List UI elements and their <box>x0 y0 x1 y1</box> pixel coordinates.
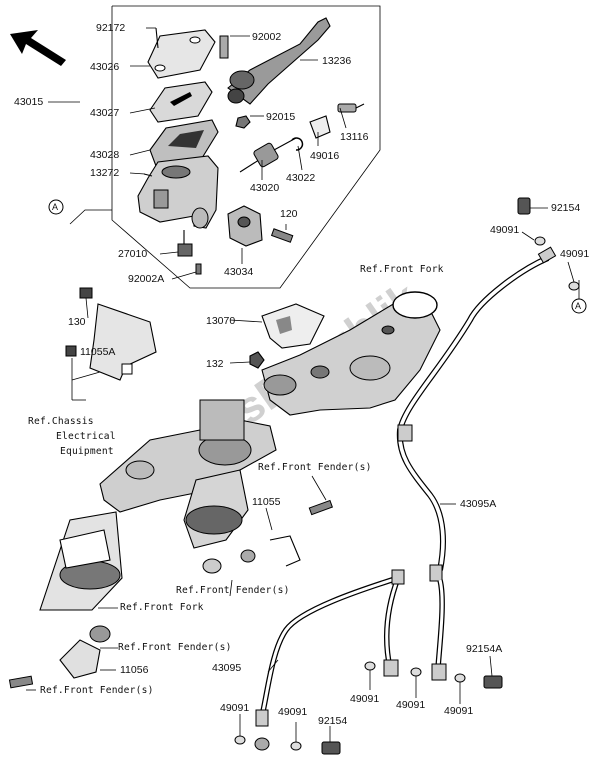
part-label-49091-bottom-2: 49091 <box>396 699 426 711</box>
bracket-13070 <box>261 303 325 349</box>
part-label-92154-top: 92154 <box>551 202 581 214</box>
banjo-bolt-top <box>517 197 548 215</box>
part-label-92002: 92002 <box>252 31 282 43</box>
ref-chassis-line-2: Electrical <box>56 431 116 442</box>
part-label-49091-top-left: 49091 <box>490 224 520 236</box>
brake-lever <box>227 17 331 105</box>
ref-front-fender-2: Ref.Front Fender(s) <box>176 585 290 596</box>
ref-front-fender-3: Ref.Front Fender(s) <box>118 642 232 653</box>
callout-a-left: A <box>52 202 59 212</box>
master-clamp <box>227 205 263 247</box>
clamp-bolt <box>270 228 294 243</box>
part-label-43022: 43022 <box>286 172 316 184</box>
nut-132 <box>249 351 265 369</box>
callout-a-right: A <box>575 301 582 311</box>
front-direction-arrow <box>10 30 66 66</box>
part-label-43026: 43026 <box>90 61 120 73</box>
part-label-11055A: 11055A <box>80 346 116 358</box>
ref-front-fender-1: Ref.Front Fender(s) <box>258 462 372 473</box>
part-label-92002A: 92002A <box>128 273 165 285</box>
ref-front-fork-bottom: Ref.Front Fork <box>120 602 204 613</box>
part-label-49016: 49016 <box>310 150 340 162</box>
washer-b5 <box>290 741 302 751</box>
banjo-bolt-92154A <box>483 675 503 689</box>
part-label-120: 120 <box>280 208 298 220</box>
stop-switch <box>177 230 193 257</box>
bracket-11055A <box>89 303 157 381</box>
part-label-130: 130 <box>68 316 86 328</box>
callout-a-left-circle <box>48 199 64 215</box>
upper-triple-clamp <box>261 291 441 416</box>
bolt-11055A <box>65 345 77 357</box>
washer-top-1 <box>534 236 546 246</box>
part-label-49091-bottom-4: 49091 <box>220 702 250 714</box>
brake-hose-lower <box>254 569 447 751</box>
switch-bolt <box>195 263 202 275</box>
ref-chassis-line-1: Ref.Chassis <box>28 416 94 427</box>
leader-lines <box>129 27 347 280</box>
part-label-49091-bottom-3: 49091 <box>444 705 474 717</box>
part-label-43028: 43028 <box>90 149 120 161</box>
washer-b3 <box>454 673 466 683</box>
ref-front-fender-4: Ref.Front Fender(s) <box>40 685 154 696</box>
part-label-92154A: 92154A <box>466 643 503 655</box>
master-cylinder-body <box>137 155 219 229</box>
diaphragm-plate <box>149 81 213 123</box>
lever-nut <box>235 115 251 129</box>
ref-front-fork-top: Ref.Front Fork <box>360 264 444 275</box>
part-label-13272: 13272 <box>90 167 120 179</box>
part-label-49091-bottom-5: 49091 <box>278 706 308 718</box>
washer-b1 <box>364 661 376 671</box>
part-label-92172: 92172 <box>96 22 126 34</box>
ref-chassis-line-3: Equipment <box>60 446 114 457</box>
lower-triple-clamp <box>99 419 277 513</box>
pivot-bolt <box>219 35 229 59</box>
washer-top-2 <box>568 281 580 291</box>
switch-screw <box>143 173 153 177</box>
washer-b4 <box>234 735 246 745</box>
part-label-43020: 43020 <box>250 182 280 194</box>
brake-switch <box>337 103 365 113</box>
hose-clamp-11056 <box>8 625 111 689</box>
part-label-43034: 43034 <box>224 266 254 278</box>
part-label-43095: 43095 <box>212 662 242 674</box>
banjo-bolt-bottom <box>321 741 341 755</box>
bolt-130 <box>79 287 93 299</box>
part-label-13236: 13236 <box>322 55 352 67</box>
part-label-43015: 43015 <box>14 96 44 108</box>
part-label-11055: 11055 <box>252 496 281 508</box>
part-label-11056: 11056 <box>120 664 149 676</box>
part-label-43095A: 43095A <box>460 498 497 510</box>
part-label-92015: 92015 <box>266 111 296 123</box>
washer-b2 <box>410 667 422 677</box>
part-label-49091-bottom-1: 49091 <box>350 693 380 705</box>
piston-kit <box>239 137 297 173</box>
hose-clamp-11055 <box>202 499 334 574</box>
dust-boot <box>309 115 331 139</box>
reservoir-cap <box>147 29 216 79</box>
fork-leg-right <box>183 469 249 549</box>
part-label-92154-bottom: 92154 <box>318 715 348 727</box>
part-label-43027: 43027 <box>90 107 120 119</box>
part-label-132: 132 <box>206 358 224 370</box>
assembly-frame <box>111 5 381 289</box>
fork-leg-left <box>39 511 123 611</box>
brake-hose-upper <box>396 246 557 582</box>
part-label-13116: 13116 <box>340 131 369 143</box>
fork-stem <box>199 399 245 441</box>
part-label-49091-top-right: 49091 <box>560 248 590 260</box>
part-label-13070: 13070 <box>206 315 236 327</box>
part-label-27010: 27010 <box>118 248 148 260</box>
cap-screw <box>155 27 159 49</box>
